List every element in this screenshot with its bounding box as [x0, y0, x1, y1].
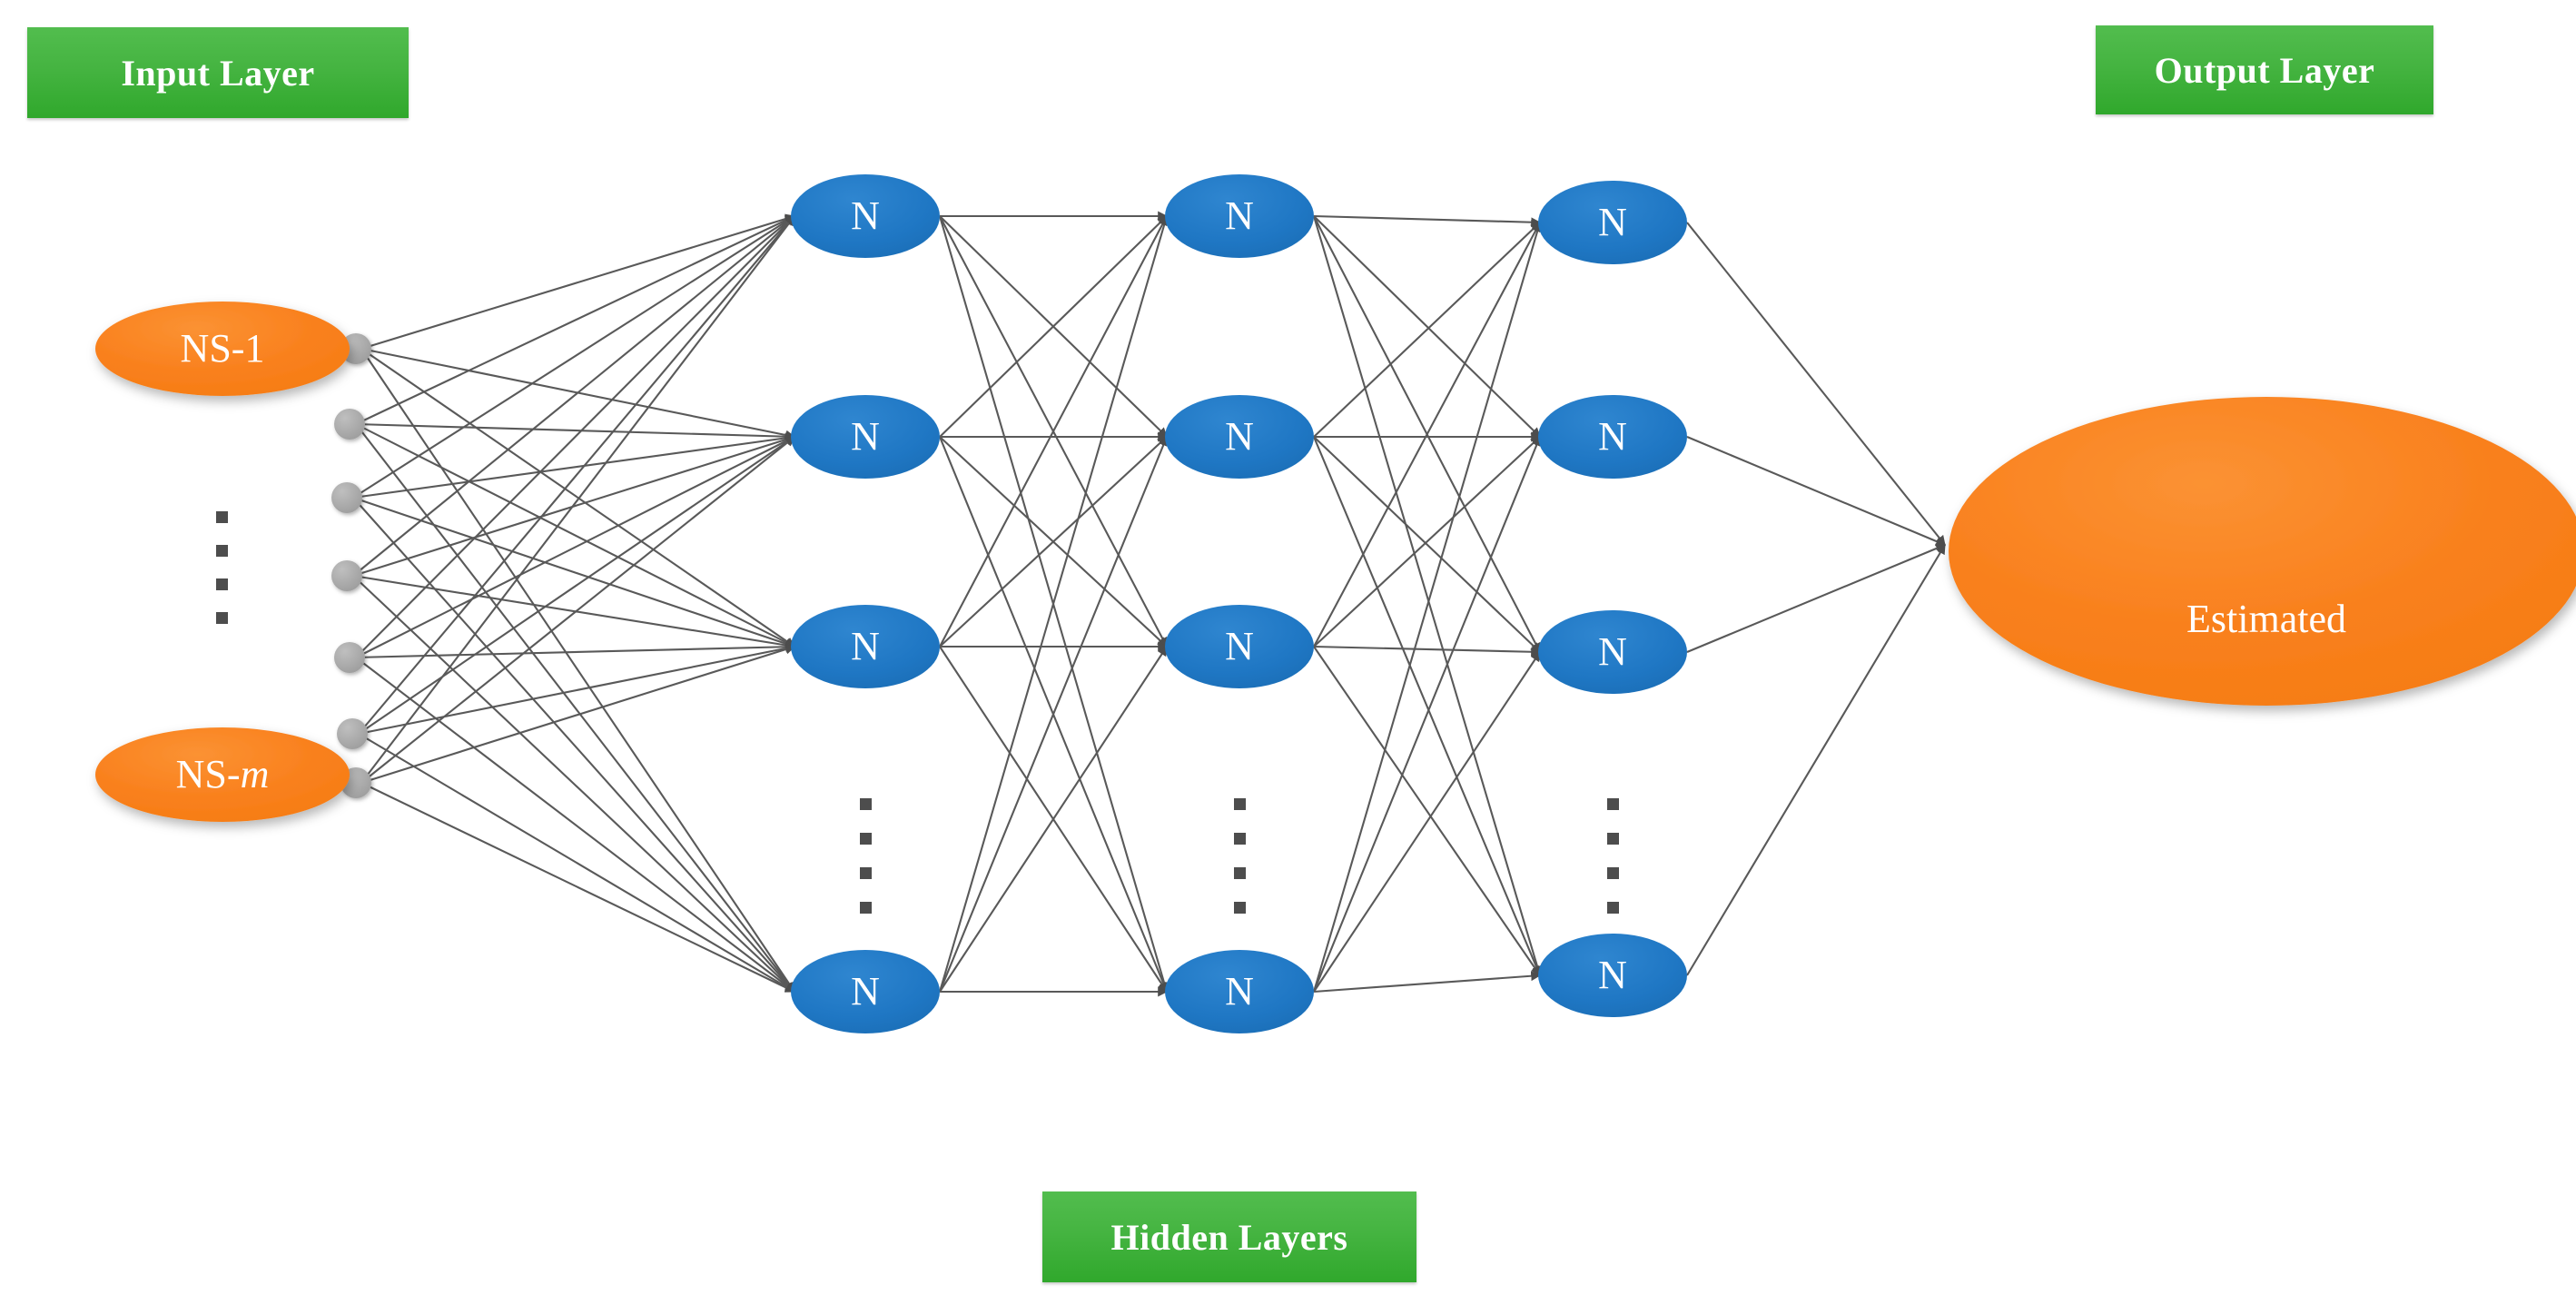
hidden-node[interactable] [1538, 610, 1687, 694]
hidden-layer-2-nodes [1165, 174, 1314, 1033]
hidden-node[interactable] [791, 395, 940, 479]
hidden-node[interactable] [1538, 934, 1687, 1017]
input-node-ns-1[interactable] [95, 302, 350, 396]
hidden-layer-3-nodes [1538, 181, 1687, 1017]
input-layer-ellipsis-icon [216, 511, 228, 624]
hidden-layer-1-ellipsis-icon [860, 798, 872, 914]
output-node-estimated-responses[interactable] [1949, 397, 2576, 706]
hidden-node[interactable] [791, 950, 940, 1033]
edges-hidden1-to-hidden2 [938, 211, 1170, 997]
input-layer-nodes [95, 302, 350, 822]
hidden-node[interactable] [1538, 395, 1687, 479]
hidden-node[interactable] [1165, 395, 1314, 479]
hidden-layer-3-ellipsis-icon [1607, 798, 1619, 914]
hidden-node[interactable] [1165, 605, 1314, 688]
edges-hidden3-to-output [1686, 222, 1947, 976]
hidden-node[interactable] [791, 174, 940, 258]
hidden-node[interactable] [1165, 174, 1314, 258]
input-layer-caption: Input Layer [27, 27, 409, 118]
input-node-ns-m[interactable] [95, 727, 350, 822]
output-layer-caption: Output Layer [2096, 25, 2433, 114]
hidden-layer-1-nodes [791, 174, 940, 1033]
input-connector-dots [331, 333, 371, 798]
edges-input-to-hidden1 [352, 213, 796, 993]
hidden-node[interactable] [1165, 950, 1314, 1033]
hidden-node[interactable] [791, 605, 940, 688]
output-layer-node [1949, 397, 2576, 706]
hidden-node[interactable] [1538, 181, 1687, 264]
hidden-layer-2-ellipsis-icon [1234, 798, 1246, 914]
edges-hidden2-to-hidden3 [1312, 214, 1543, 994]
hidden-layers-caption: Hidden Layers [1042, 1191, 1416, 1282]
